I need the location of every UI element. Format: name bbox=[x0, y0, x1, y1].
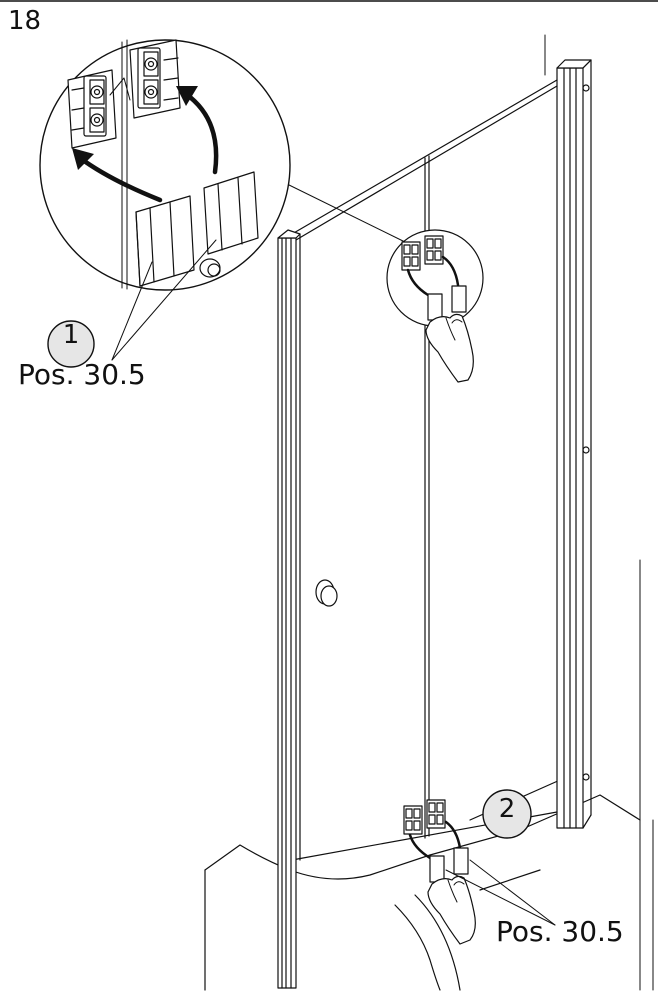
part-label-1: Pos. 30.5 bbox=[18, 358, 146, 391]
hinge-detail-upper bbox=[386, 229, 484, 327]
cover-cap-right bbox=[203, 171, 259, 255]
zoom-detail-circle bbox=[39, 39, 291, 291]
door-profile bbox=[277, 229, 301, 989]
arrow-left bbox=[77, 155, 163, 203]
leader-line bbox=[284, 182, 406, 243]
cover-cap-left bbox=[135, 195, 195, 287]
callout-number-1: 1 bbox=[62, 320, 80, 350]
glass-door bbox=[291, 79, 558, 861]
wall-lines bbox=[544, 34, 654, 991]
step-number: 18 bbox=[8, 6, 42, 36]
hand-upper bbox=[425, 313, 474, 383]
part-label-2: Pos. 30.5 bbox=[496, 915, 624, 948]
callout-2 bbox=[482, 789, 532, 839]
wall-profile bbox=[556, 59, 592, 829]
arrow-right bbox=[183, 91, 219, 175]
hinge-detail-lower bbox=[403, 799, 469, 883]
callout-number-2: 2 bbox=[498, 794, 516, 824]
hinge-plate-right bbox=[129, 39, 181, 119]
pos-leaders-2 bbox=[445, 859, 556, 926]
hand-lower bbox=[427, 875, 476, 945]
hinge-plate-left bbox=[67, 69, 117, 149]
pos-leaders-1 bbox=[111, 239, 217, 361]
callout-1 bbox=[47, 320, 95, 368]
